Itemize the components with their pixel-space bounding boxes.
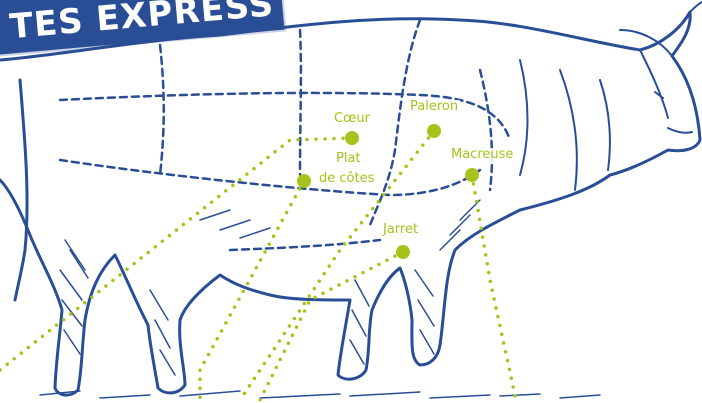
marker-coeur bbox=[345, 131, 359, 145]
label-plat: Plat bbox=[334, 152, 363, 165]
label-macreuse: Macreuse bbox=[449, 148, 515, 161]
label-coeur: Cœur bbox=[332, 112, 372, 125]
leader-line-macreuse bbox=[472, 175, 516, 400]
label-paleron: Paleron bbox=[408, 100, 460, 113]
marker-macreuse bbox=[465, 168, 479, 182]
marker-jarret bbox=[396, 245, 410, 259]
marker-paleron bbox=[427, 124, 441, 138]
cow-cut-lines bbox=[60, 20, 510, 250]
cow-body-outline bbox=[0, 12, 700, 395]
leader-line-jarret bbox=[260, 252, 403, 400]
cow-tail bbox=[15, 80, 27, 300]
marker-plat-de-cotes bbox=[297, 174, 311, 188]
leader-line-coeur bbox=[0, 138, 352, 370]
label-jarret: Jarret bbox=[381, 223, 420, 236]
cow-neck-lines bbox=[520, 60, 610, 190]
label-de-cotes: de côtes bbox=[317, 172, 376, 185]
